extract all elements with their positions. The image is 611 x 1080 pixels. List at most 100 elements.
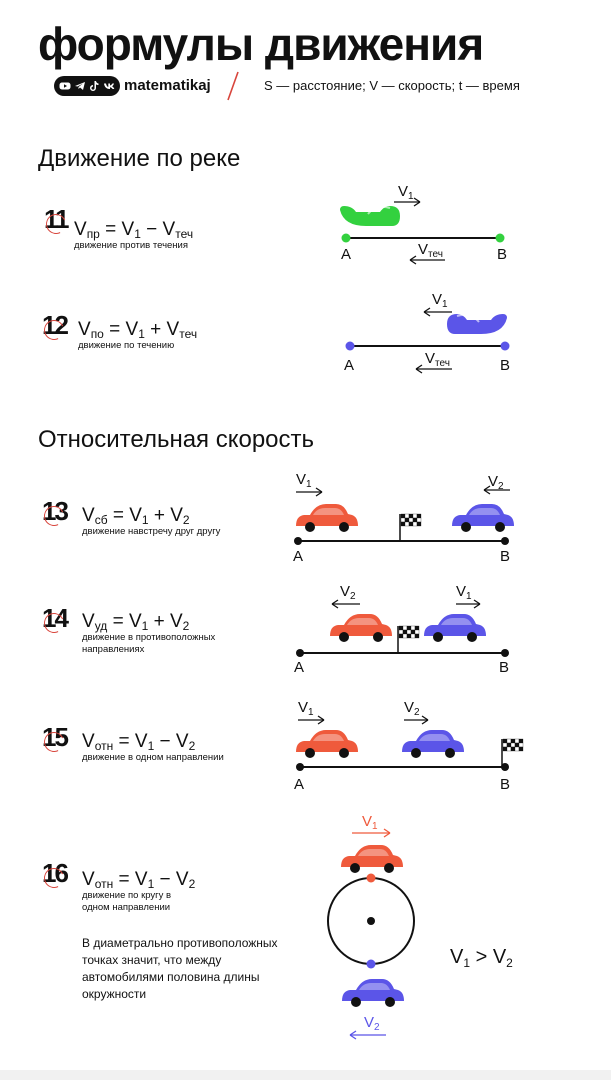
boat-hull bbox=[447, 314, 507, 334]
car-window bbox=[358, 849, 389, 856]
car-body bbox=[341, 845, 403, 867]
point-a bbox=[294, 537, 302, 545]
car-blue bbox=[402, 730, 464, 758]
wheel bbox=[445, 748, 455, 758]
boat-blue bbox=[447, 313, 507, 334]
flag-cell bbox=[404, 517, 410, 523]
flag-cell bbox=[402, 633, 408, 639]
flag-cell bbox=[400, 513, 406, 519]
flag-cell bbox=[400, 517, 406, 523]
formula-caption: движение навстречу друг другу bbox=[82, 526, 221, 537]
car-body bbox=[452, 504, 514, 526]
point-b bbox=[501, 763, 509, 771]
label-vtech: Vтеч bbox=[418, 241, 443, 260]
flag-cell bbox=[406, 633, 412, 639]
boat-detail bbox=[456, 313, 480, 323]
arrow-vtech-head bbox=[415, 364, 423, 374]
label-b: B bbox=[497, 246, 507, 263]
flag-cell bbox=[412, 513, 418, 519]
car-window bbox=[419, 734, 450, 741]
label-a: A bbox=[341, 246, 351, 263]
section-relative-title: Относительная скорость bbox=[38, 426, 315, 453]
flag-cell bbox=[518, 738, 524, 744]
wheel bbox=[433, 632, 443, 642]
flag-cell bbox=[518, 746, 524, 752]
flag-cell bbox=[400, 521, 406, 527]
label-a: A bbox=[294, 776, 304, 793]
finish-flag bbox=[501, 738, 524, 767]
point-b bbox=[495, 233, 505, 243]
flag-cell bbox=[410, 625, 416, 631]
car-blue bbox=[424, 614, 486, 642]
boat-detail bbox=[367, 205, 391, 215]
arrow-v1-head bbox=[383, 828, 391, 838]
flag-cell bbox=[412, 517, 418, 523]
author-handle[interactable]: matematikaj bbox=[124, 77, 211, 94]
formula-caption: движение по течению bbox=[78, 340, 175, 351]
flag-cell bbox=[410, 633, 416, 639]
flag-cell bbox=[502, 738, 508, 744]
point-a bbox=[296, 763, 304, 771]
point-a bbox=[341, 233, 351, 243]
arrow-v1-head bbox=[473, 599, 481, 609]
label-b: B bbox=[500, 357, 510, 374]
formula-caption: движение по кругу в одном направлении bbox=[82, 890, 172, 913]
label-b: B bbox=[499, 659, 509, 676]
car-window bbox=[469, 508, 500, 515]
car-body bbox=[342, 979, 404, 1001]
youtube-icon[interactable] bbox=[59, 80, 71, 92]
flag-cell bbox=[506, 746, 512, 752]
car-body bbox=[296, 730, 358, 752]
car-window bbox=[359, 983, 390, 990]
wheel bbox=[339, 632, 349, 642]
label-v1: V1 bbox=[456, 583, 472, 602]
telegram-icon[interactable] bbox=[74, 80, 86, 92]
label-a: A bbox=[293, 548, 303, 565]
wheel bbox=[305, 522, 315, 532]
label-v1: V1 bbox=[362, 813, 378, 832]
wheel bbox=[339, 522, 349, 532]
flag-cell bbox=[416, 521, 422, 527]
arrow-v2-head bbox=[349, 1030, 357, 1040]
car-red bbox=[341, 845, 403, 873]
formula-expression: Vпо = V1 + Vтеч bbox=[78, 319, 198, 341]
finish-flag bbox=[399, 513, 422, 542]
slash-divider bbox=[227, 71, 239, 101]
arrow-vtech-head bbox=[409, 255, 417, 265]
social-links[interactable] bbox=[54, 76, 120, 96]
flag-cell bbox=[408, 521, 414, 527]
wheel bbox=[384, 863, 394, 873]
formula-number: 12 bbox=[41, 310, 69, 343]
flag-cell bbox=[406, 625, 412, 631]
car-red bbox=[296, 504, 358, 532]
label-v1: V1 bbox=[296, 471, 312, 490]
car-blue bbox=[342, 979, 404, 1007]
flag-cell bbox=[406, 629, 412, 635]
point-b bbox=[500, 341, 510, 351]
arrow-v1-head bbox=[413, 197, 421, 207]
car-window bbox=[441, 618, 472, 625]
flag-cell bbox=[414, 625, 420, 631]
label-v2: V2 bbox=[364, 1014, 380, 1033]
label-b: B bbox=[500, 776, 510, 793]
point-b bbox=[501, 537, 509, 545]
wheel bbox=[350, 863, 360, 873]
point-a bbox=[296, 649, 304, 657]
circle-note: В диаметрально противоположных точках зн… bbox=[82, 936, 278, 1001]
variable-legend: S — расстояние; V — скорость; t — время bbox=[264, 78, 520, 93]
vk-icon[interactable] bbox=[103, 80, 115, 92]
formula-expression: Vотн = V1 − V2 bbox=[82, 731, 196, 753]
car-red bbox=[330, 614, 392, 642]
label-b: B bbox=[500, 548, 510, 565]
arrow-v2-head bbox=[421, 715, 429, 725]
car-blue bbox=[452, 504, 514, 532]
car-body bbox=[296, 504, 358, 526]
formula-expression: Vотн = V1 − V2 bbox=[82, 869, 196, 891]
flag-cell bbox=[514, 742, 520, 748]
wheel bbox=[339, 748, 349, 758]
formula-caption: движение против течения bbox=[74, 240, 188, 251]
flag-cell bbox=[402, 625, 408, 631]
wheel bbox=[305, 748, 315, 758]
tiktok-icon[interactable] bbox=[88, 80, 100, 92]
label-v1: V1 bbox=[398, 183, 414, 202]
